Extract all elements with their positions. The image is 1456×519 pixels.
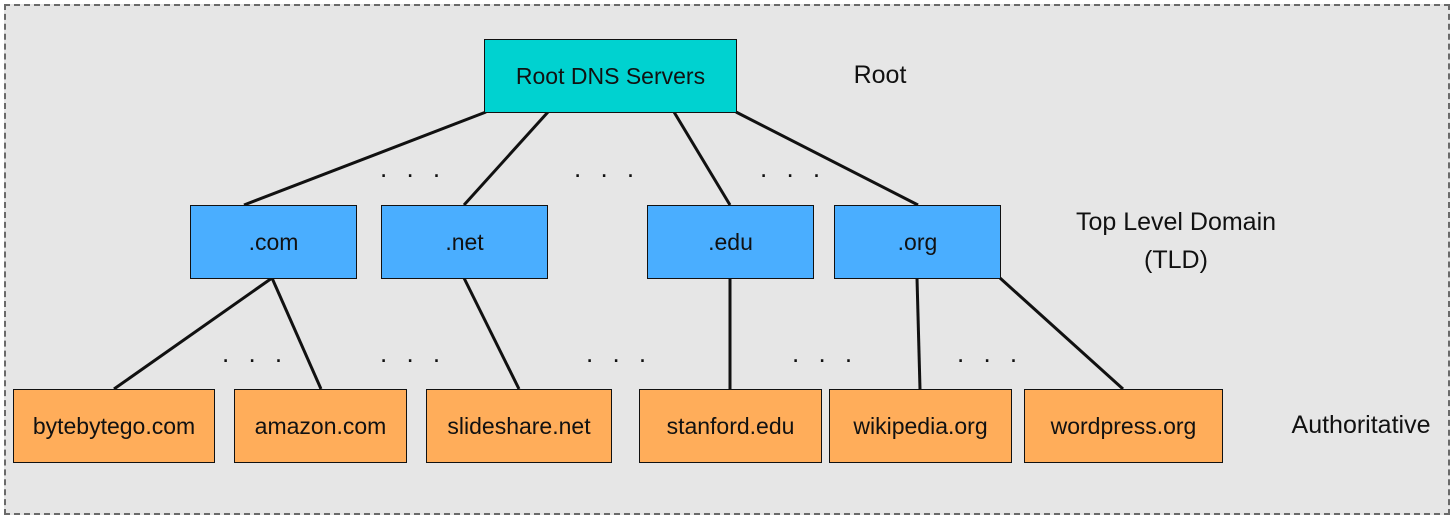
ellipsis-tld-1: . . . — [380, 153, 447, 183]
edge-org-wordpress — [998, 276, 1125, 391]
auth-node-bytebytego: bytebytego.com — [13, 389, 215, 463]
auth-label: wordpress.org — [1050, 412, 1197, 439]
ellipsis-auth-2: . . . — [380, 338, 447, 368]
level-label-tld-line1: Top Level Domain — [1075, 208, 1277, 236]
edge-root-edu — [672, 111, 732, 206]
level-label-authoritative: Authoritative — [1268, 406, 1454, 444]
auth-label: wikipedia.org — [853, 412, 988, 439]
auth-node-slideshare: slideshare.net — [426, 389, 612, 463]
ellipsis-auth-5: . . . — [957, 338, 1024, 368]
ellipsis-tld-2: . . . — [574, 153, 641, 183]
ellipsis-auth-4: . . . — [792, 338, 859, 368]
ellipsis-auth-1: . . . — [222, 338, 289, 368]
auth-label: slideshare.net — [447, 412, 591, 439]
edge-root-org — [735, 110, 919, 207]
auth-node-stanford: stanford.edu — [639, 389, 822, 463]
level-label-tld-line2: (TLD) — [1144, 246, 1208, 274]
auth-node-wordpress: wordpress.org — [1024, 389, 1223, 463]
level-label-root-text: Root — [853, 61, 907, 89]
edge-root-com — [243, 110, 487, 207]
tld-node-com: .com — [190, 205, 357, 279]
tld-label: .edu — [708, 228, 753, 255]
level-label-tld: Top Level Domain (TLD) — [1040, 203, 1312, 279]
tld-label: .com — [248, 228, 299, 255]
tld-node-org: .org — [834, 205, 1001, 279]
tld-label: .org — [897, 228, 938, 255]
auth-label: stanford.edu — [666, 412, 795, 439]
ellipsis-tld-3: . . . — [760, 153, 827, 183]
tld-node-edu: .edu — [647, 205, 814, 279]
root-node-label: Root DNS Servers — [515, 62, 706, 89]
auth-label: bytebytego.com — [32, 412, 196, 439]
root-dns-servers-node: Root DNS Servers — [484, 39, 737, 113]
ellipsis-auth-3: . . . — [586, 338, 653, 368]
edge-com-bytebytego — [113, 276, 273, 391]
auth-node-wikipedia: wikipedia.org — [829, 389, 1012, 463]
edge-com-amazon — [270, 277, 323, 390]
edge-net-slideshare — [462, 277, 521, 390]
auth-label: amazon.com — [254, 412, 387, 439]
auth-node-amazon: amazon.com — [234, 389, 407, 463]
edge-org-wikipedia — [915, 277, 922, 390]
level-label-root: Root — [830, 56, 930, 94]
edge-root-net — [462, 110, 550, 207]
tld-label: .net — [445, 228, 484, 255]
tld-node-net: .net — [381, 205, 548, 279]
level-label-authoritative-text: Authoritative — [1291, 411, 1431, 439]
